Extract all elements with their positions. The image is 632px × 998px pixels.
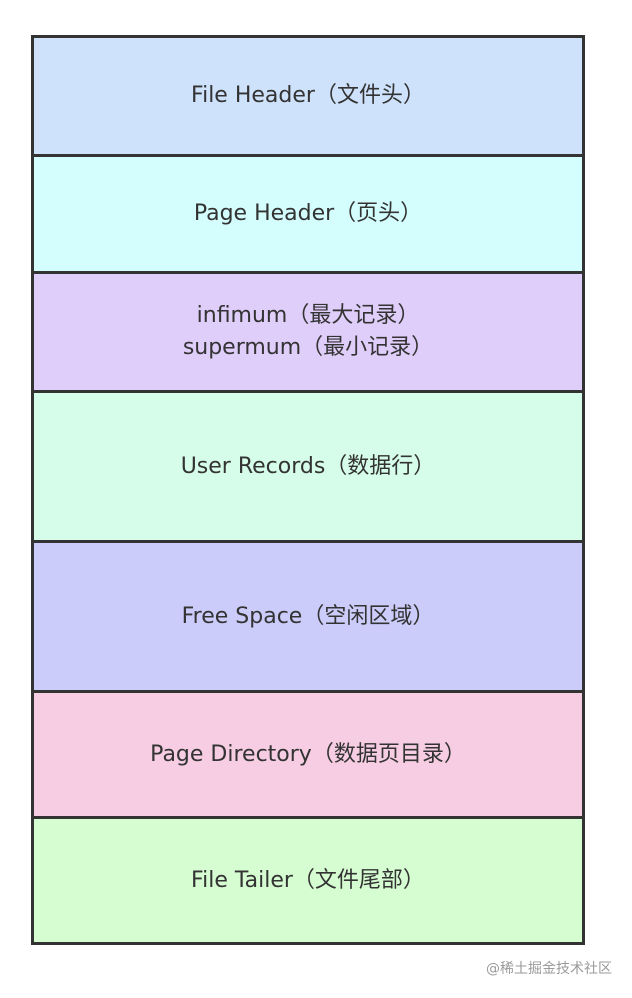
block-file-header: File Header（文件头）	[34, 38, 582, 157]
page-structure-diagram: File Header（文件头） Page Header（页头） infimum（最…	[31, 35, 585, 945]
block-page-directory: Page Directory（数据页目录）	[34, 693, 582, 819]
block-label: User Records（数据行）	[180, 453, 436, 479]
block-label: Free Space（空闲区域）	[181, 603, 435, 629]
block-user-records: User Records（数据行）	[34, 393, 582, 543]
block-label: Page Header（页头）	[193, 201, 423, 226]
block-label: File Tailer（文件尾部）	[191, 867, 425, 893]
block-label: Page Directory（数据页目录）	[150, 741, 466, 767]
block-label: File Header（文件头）	[191, 83, 425, 108]
block-page-header: Page Header（页头）	[34, 157, 582, 274]
block-infimum-supermum: infimum（最大记录） supermum（最小记录）	[34, 274, 582, 393]
block-free-space: Free Space（空闲区域）	[34, 543, 582, 693]
block-label: supermum（最小记录）	[182, 335, 434, 360]
watermark: @稀土掘金技术社区	[486, 961, 612, 977]
block-label: infimum（最大记录）	[196, 303, 420, 328]
block-file-tailer: File Tailer（文件尾部）	[34, 819, 582, 945]
